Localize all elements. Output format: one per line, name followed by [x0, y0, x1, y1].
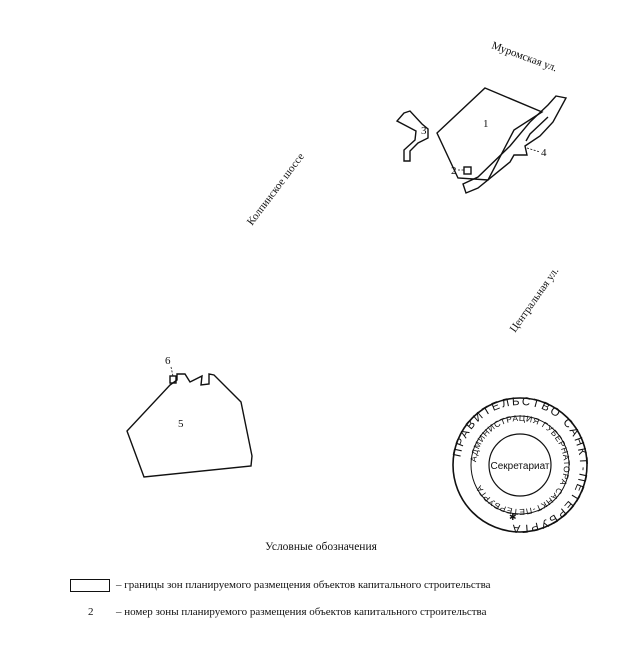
legend-row-number: 2 – номер зоны планируемого размещения об… [70, 606, 486, 618]
legend-title: Условные обозначения [265, 541, 377, 553]
zone-4-leader [526, 147, 541, 153]
street-label-tsentralnaya: Центральная ул. [508, 265, 562, 335]
zone-6-leader [170, 366, 174, 377]
legend-boundary-swatch [70, 579, 110, 592]
zone-4-boundary [462, 95, 568, 194]
seal-center-text: Секретариат [490, 461, 549, 472]
zone-5-boundary [126, 373, 253, 478]
legend-boundary-text: – границы зон планируемого размещения об… [116, 579, 491, 592]
street-label-muromskaya: Муромская ул. [490, 40, 559, 75]
zone-4-number: 4 [541, 147, 547, 159]
legend-row-boundary: – границы зон планируемого размещения об… [70, 579, 491, 592]
zone-2-number: 2 [451, 165, 457, 177]
zone-1-number: 1 [483, 118, 489, 130]
legend-number-sample: 2 [88, 606, 94, 618]
zone-5-number: 5 [178, 418, 184, 430]
zone-3-number: 3 [421, 125, 427, 137]
zone-3-boundary [395, 110, 429, 162]
zone-6-number: 6 [165, 355, 171, 367]
official-seal: ПРАВИТЕЛЬСТВО САНКТ-ПЕТЕРБУРГА АДМИНИСТР… [451, 396, 588, 534]
legend-number-text: – номер зоны планируемого размещения объ… [116, 606, 487, 618]
street-label-kolpinskoe: Колпинское шоссе [245, 151, 307, 228]
seal-star-icon: ✱ [509, 512, 517, 522]
zone-4-inner-notch [525, 116, 549, 142]
zone-2-boundary [463, 166, 472, 175]
zone-6-boundary [169, 375, 177, 384]
